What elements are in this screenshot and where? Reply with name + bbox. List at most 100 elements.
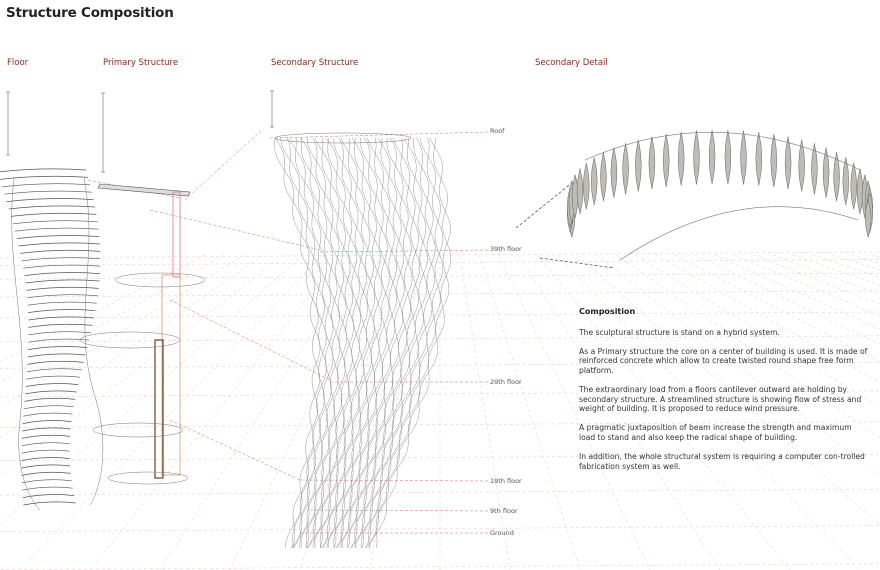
- grid-line: [0, 254, 225, 383]
- composition-heading: Composition: [579, 307, 636, 316]
- floor-slab: [22, 427, 71, 432]
- lattice-cell: [822, 147, 830, 198]
- lattice-cell: [610, 147, 618, 198]
- lattice-cell: [724, 130, 732, 185]
- core-shaft: [161, 274, 181, 476]
- grid-line: [0, 361, 880, 369]
- guide-line: [269, 131, 489, 139]
- lattice-cell: [693, 130, 700, 185]
- mesh-strand: [312, 137, 361, 549]
- lattice-cell: [708, 130, 716, 185]
- heading-floor: Floor: [7, 58, 29, 68]
- grid-line: [518, 254, 721, 570]
- floor-outline: [11, 177, 41, 511]
- grid-line: [0, 421, 880, 428]
- floor-slab: [28, 323, 93, 328]
- mesh-strand: [274, 137, 321, 549]
- floor-slab: [2, 183, 90, 188]
- core-platform: [107, 471, 189, 485]
- lattice-cell: [811, 143, 818, 195]
- grid-line: [0, 390, 880, 398]
- floor-slab: [25, 390, 77, 395]
- lattice-cell: [864, 198, 872, 239]
- guide-line: [319, 249, 489, 253]
- grid-line: [89, 254, 343, 570]
- composition-paragraph: The sculptural structure is stand on a h…: [579, 327, 780, 337]
- mesh-strand: [354, 137, 428, 549]
- mesh-strand: [350, 137, 413, 549]
- roof-slab: [97, 183, 191, 197]
- floor-slab: [21, 434, 71, 439]
- grid-line: [0, 525, 880, 532]
- mesh-strand: [360, 137, 436, 549]
- lattice-cell: [662, 133, 670, 188]
- mesh-strand: [348, 137, 405, 549]
- floor-slab: [22, 486, 73, 491]
- lattice-cell: [770, 133, 778, 188]
- grid-line: [537, 254, 791, 570]
- level-label-9th-floor: 9th floor: [490, 507, 518, 515]
- lattice-cell: [842, 157, 850, 206]
- floor-slabs-stack: [0, 168, 104, 511]
- floor-slab: [21, 471, 71, 476]
- floor-slab: [0, 168, 87, 173]
- page-title: Structure Composition: [6, 5, 174, 21]
- primary-core-structure: [79, 183, 206, 485]
- guide-line: [184, 129, 263, 201]
- grid-line: [577, 254, 880, 526]
- floor-slab: [24, 272, 101, 276]
- grid-line: [159, 254, 362, 570]
- lattice-cell: [784, 136, 792, 190]
- mesh-strand: [351, 137, 421, 549]
- lattice-cell: [622, 143, 629, 195]
- level-label-ground: Ground: [490, 529, 514, 537]
- floor-slab: [8, 205, 96, 210]
- lattice-cell: [648, 136, 656, 190]
- floor-slab: [21, 257, 101, 262]
- level-label-roof: Roof: [490, 127, 505, 135]
- floor-slab: [28, 316, 95, 321]
- lattice-cell: [600, 152, 607, 202]
- mesh-strand: [306, 137, 347, 549]
- floor-slab: [28, 338, 90, 343]
- core-shaft: [172, 191, 181, 278]
- detail-leader: [539, 257, 615, 269]
- level-label-39th-floor: 39th floor: [490, 245, 522, 253]
- mesh-strand: [327, 137, 376, 549]
- floor-slab: [23, 501, 76, 506]
- detail-leader: [515, 177, 579, 229]
- lattice-edge: [584, 132, 861, 171]
- lattice-cell: [798, 139, 805, 192]
- floor-slab: [28, 346, 88, 350]
- composition-paragraph: The extraordinary load from a floors can…: [579, 384, 862, 414]
- grid-line: [0, 335, 880, 343]
- level-label-19th-floor: 19th floor: [490, 477, 522, 485]
- grid-line: [596, 254, 880, 477]
- mesh-strand: [300, 137, 341, 549]
- guide-line: [299, 479, 489, 482]
- core-column: [154, 339, 164, 479]
- lattice-cell: [677, 131, 685, 186]
- grid-line: [478, 254, 581, 570]
- floor-slab: [27, 353, 86, 358]
- floor-outline: [83, 177, 104, 506]
- floor-slab: [28, 331, 91, 336]
- grid-line: [0, 563, 880, 570]
- floor-slab: [20, 249, 101, 254]
- lattice-cell: [576, 167, 584, 215]
- guide-line: [169, 419, 301, 481]
- mesh-strand: [362, 137, 428, 549]
- secondary-detail-lattice: [566, 130, 874, 261]
- floor-slab: [4, 190, 92, 195]
- mesh-strand: [347, 137, 412, 549]
- core-platform: [92, 422, 184, 438]
- grid-line: [557, 254, 861, 570]
- floor-slab: [21, 479, 72, 484]
- mesh-strand: [340, 137, 405, 549]
- floor-slab: [23, 412, 73, 417]
- mesh-strand: [368, 137, 444, 549]
- mesh-strand: [336, 137, 397, 549]
- grid-line: [0, 488, 880, 496]
- mesh-strand: [340, 137, 397, 549]
- mesh-strand: [354, 137, 419, 549]
